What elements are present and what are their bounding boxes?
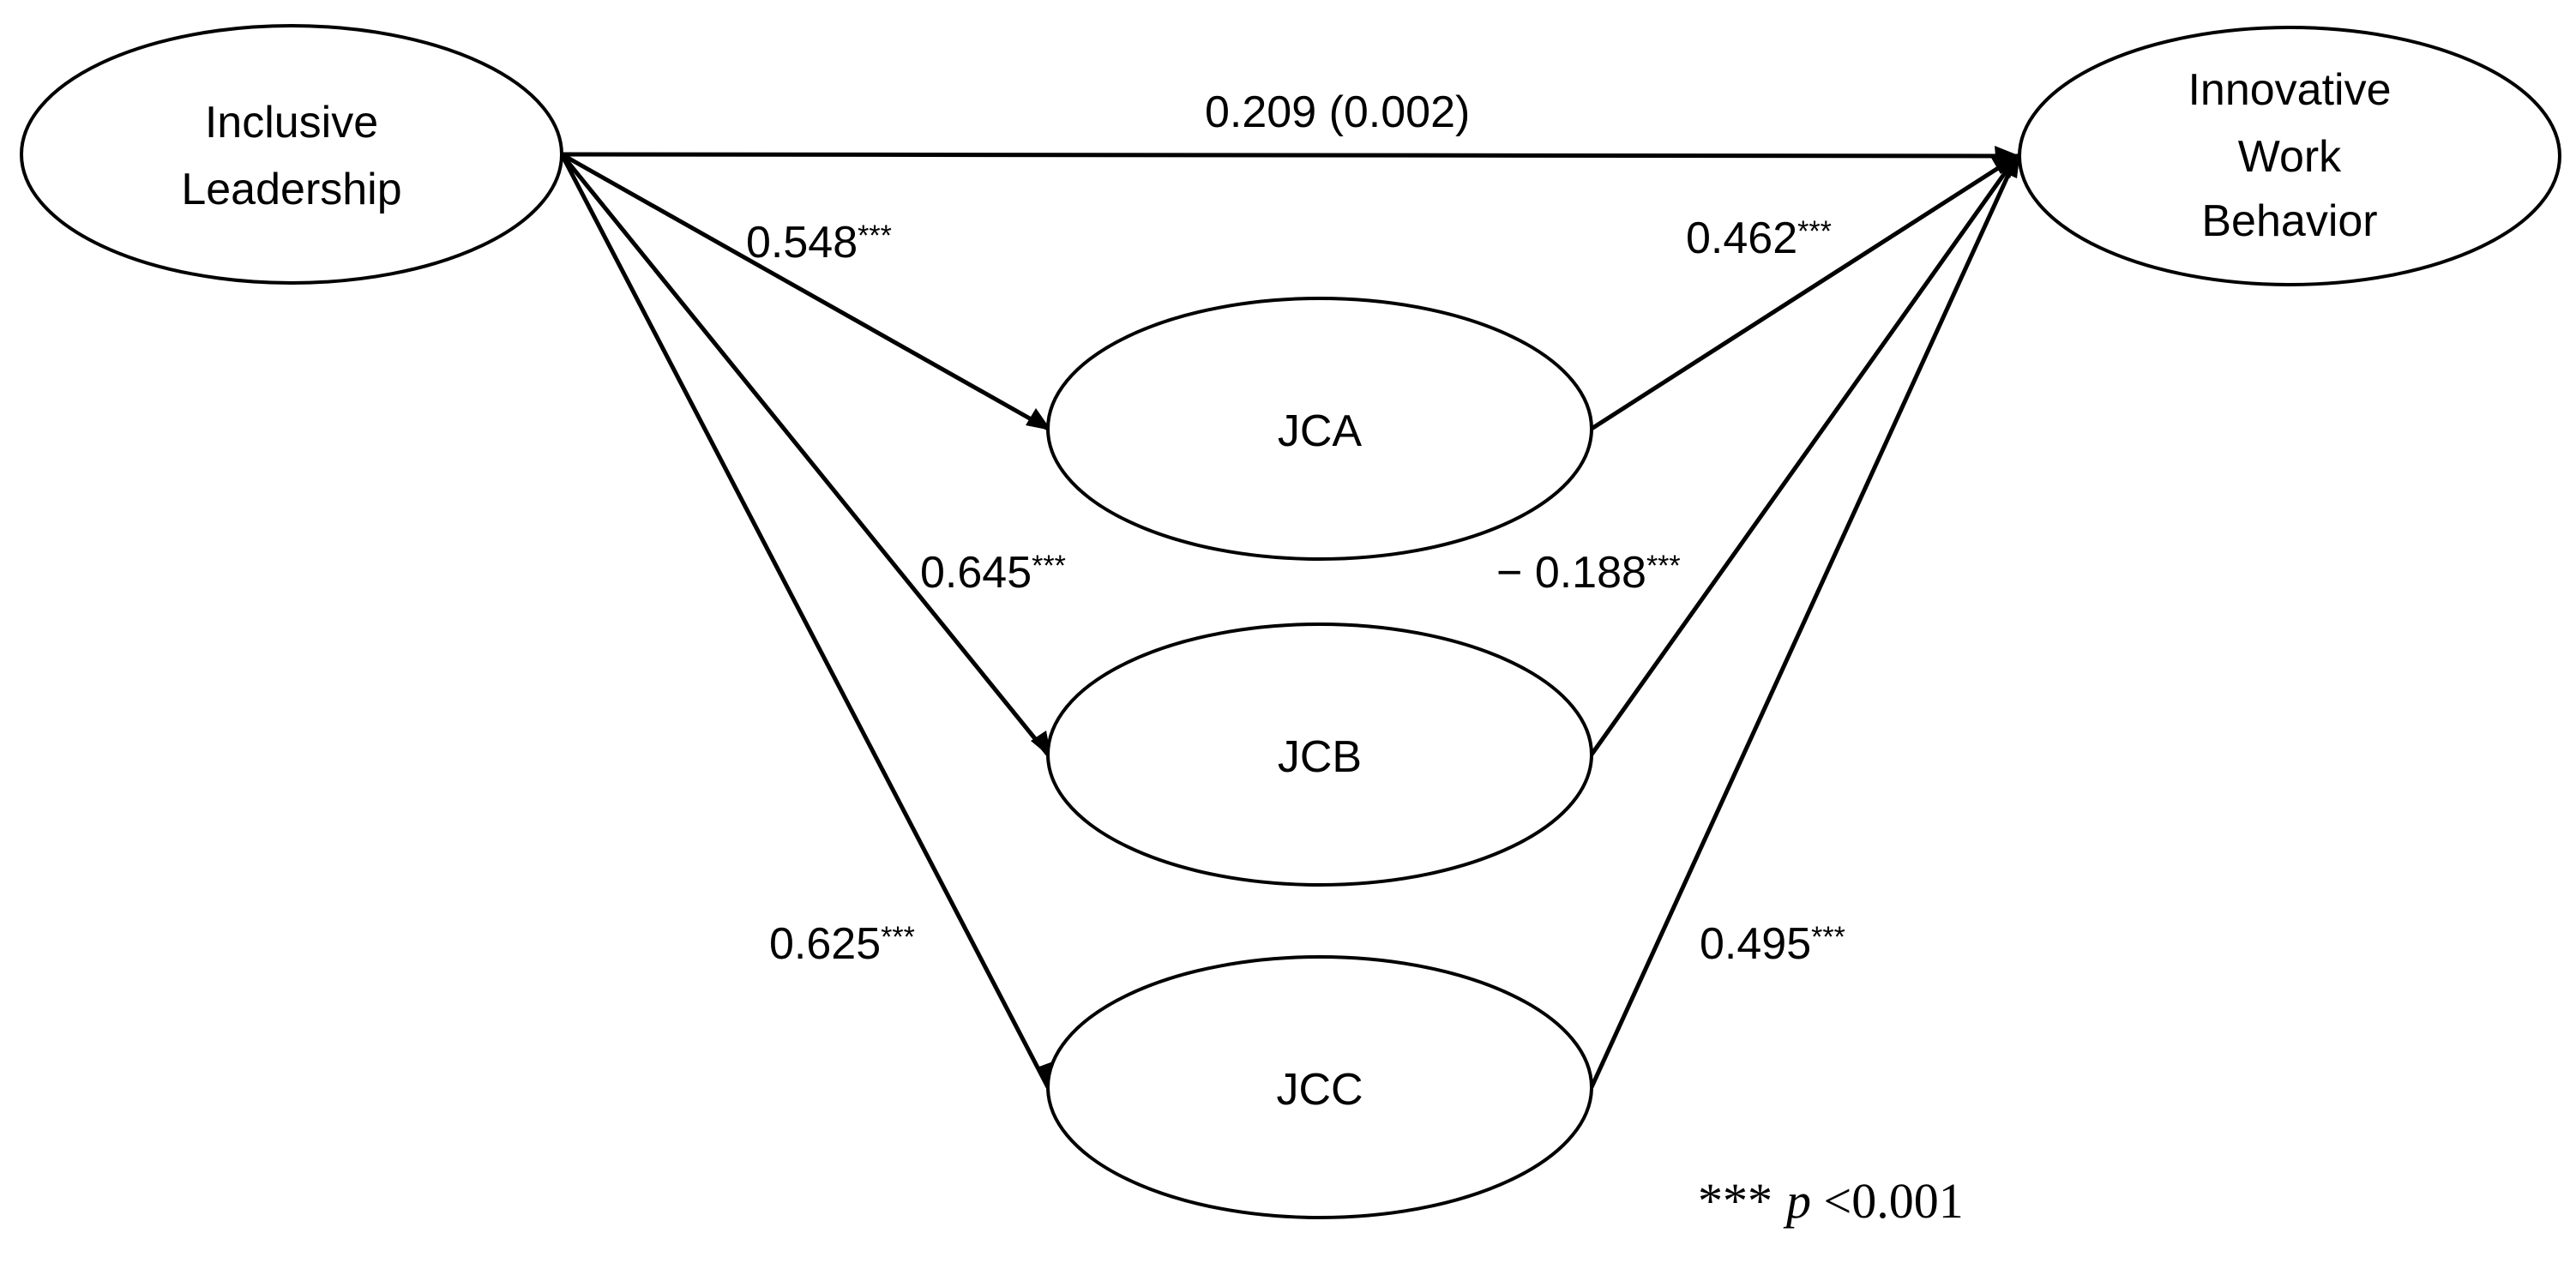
coefficient: 0.209 (0.002): [1205, 87, 1470, 137]
footnote-stars: ***: [1698, 1173, 1773, 1229]
arrowhead-jcc-iwb: [2000, 151, 2020, 178]
significance-stars: ***: [1032, 550, 1066, 582]
coefficient: 0.495: [1700, 919, 1811, 969]
arrowhead-il-jcb: [1031, 731, 1051, 758]
node-label-line: Inclusive: [205, 98, 378, 147]
coefficient: 0.625: [769, 919, 881, 969]
footnote-threshold: <0.001: [1811, 1173, 1964, 1229]
node-ellipse: [1046, 622, 1593, 887]
node-jca: JCA: [1046, 297, 1593, 561]
coefficient: 0.462: [1686, 214, 1797, 263]
coefficient: − 0.188: [1496, 548, 1646, 598]
node-label-line: Behavior: [2201, 196, 2377, 246]
edge-label-jcb-iwb: − 0.188***: [1496, 548, 1681, 598]
edge-il-to-jca: [560, 152, 1050, 431]
edge-label-jca-iwb: 0.462***: [1686, 214, 1832, 263]
edge-jca-to-iwb: [1590, 153, 2019, 431]
significance-footnote: ***p <0.001: [1698, 1173, 1964, 1229]
node-ellipse: [1046, 955, 1593, 1219]
arrowheads: [1026, 146, 2020, 1091]
node-label-line: JCC: [1276, 1065, 1363, 1115]
arrowhead-il-jca: [1026, 408, 1051, 430]
coefficient: 0.645: [920, 548, 1032, 598]
edge-label-il-iwb: 0.209 (0.002): [1205, 87, 1470, 137]
node-jcc: JCC: [1046, 955, 1593, 1219]
edge-il-to-jcb: [560, 153, 1050, 756]
edge-il-to-iwb: [561, 152, 2018, 159]
node-label-line: Leadership: [181, 165, 401, 214]
edge-label-il-jcb: 0.645***: [920, 548, 1066, 598]
significance-stars: ***: [1646, 550, 1681, 582]
node-label-line: Innovative: [2188, 65, 2391, 115]
node-innovative-work-behavior: Innovative Work Behavior: [2018, 26, 2561, 286]
node-label-line: Work: [2238, 132, 2342, 182]
significance-stars: ***: [881, 921, 915, 953]
significance-stars: ***: [858, 220, 892, 252]
node-ellipse: [20, 24, 563, 285]
footnote-p: p: [1783, 1173, 1811, 1229]
node-ellipse: [1046, 297, 1593, 561]
node-ellipse: [2018, 26, 2561, 286]
node-label-line: JCB: [1278, 732, 1362, 782]
edge-label-jcc-iwb: 0.495***: [1700, 919, 1845, 969]
edge-jcc-to-iwb: [1589, 154, 2019, 1089]
coefficient: 0.548: [746, 218, 858, 268]
node-label-line: JCA: [1278, 406, 1363, 456]
edge-label-il-jca: 0.548***: [746, 218, 892, 268]
node-jcb: JCB: [1046, 622, 1593, 887]
edge-label-il-jcc: 0.625***: [769, 919, 915, 969]
edge-jcb-to-iwb: [1589, 154, 2019, 756]
node-inclusive-leadership: Inclusive Leadership: [20, 24, 563, 285]
significance-stars: ***: [1811, 921, 1845, 953]
significance-stars: ***: [1797, 215, 1832, 248]
edge-il-to-jcc: [559, 153, 1050, 1089]
